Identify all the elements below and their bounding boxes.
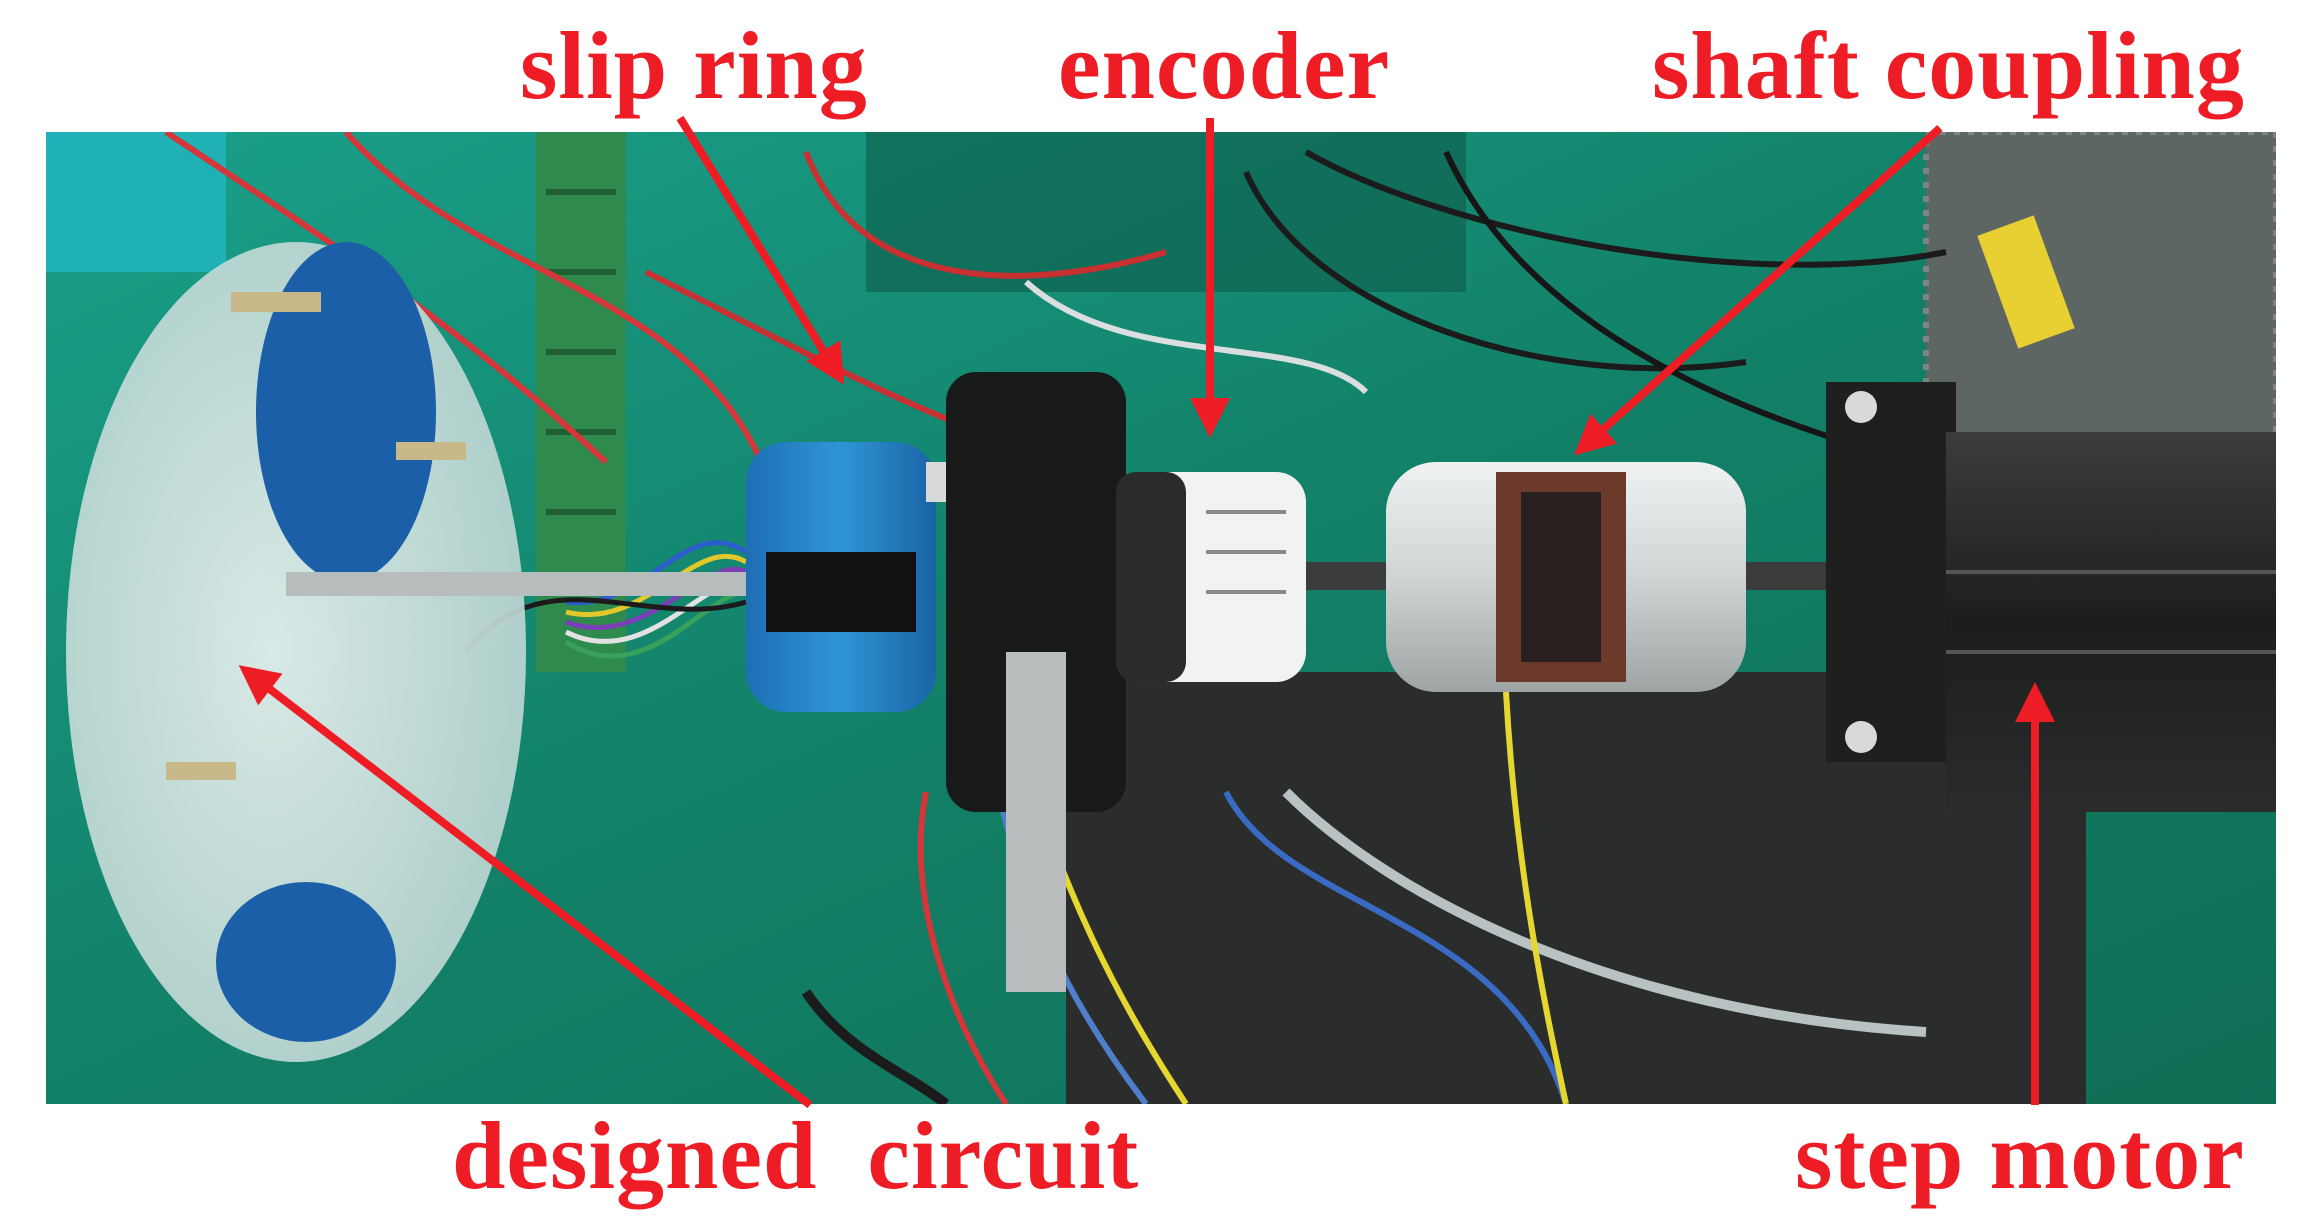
coupling-gap xyxy=(1521,492,1601,662)
label-encoder: encoder xyxy=(1058,12,1391,119)
device-photo-drawing xyxy=(46,132,2276,1104)
encoder-cap xyxy=(1116,472,1186,682)
yellow-tag xyxy=(1977,215,2075,349)
blue-coating-bottom xyxy=(216,882,396,1042)
flange-screw-2 xyxy=(1845,721,1877,753)
blue-coating-top xyxy=(256,242,436,582)
label-shaft-coupling: shaft coupling xyxy=(1652,12,2245,119)
label-step-motor: step motor xyxy=(1795,1102,2245,1209)
motor-flange xyxy=(1826,382,1956,762)
slip-ring-band xyxy=(766,552,916,632)
encoder-shaft xyxy=(1306,562,1396,590)
label-slip-ring: slip ring xyxy=(520,12,868,119)
standoff-1 xyxy=(231,292,321,312)
device-photo xyxy=(46,132,2276,1104)
step-motor-body xyxy=(1946,432,2276,812)
standoff-3 xyxy=(166,762,236,780)
bracket xyxy=(946,372,1126,812)
bracket-plate xyxy=(1006,652,1066,992)
label-designed-circuit: designed circuit xyxy=(452,1102,1140,1209)
flange-screw-1 xyxy=(1845,391,1877,423)
shaft xyxy=(286,572,766,596)
standoff-2 xyxy=(396,442,466,460)
dark-board-area xyxy=(866,132,1466,292)
